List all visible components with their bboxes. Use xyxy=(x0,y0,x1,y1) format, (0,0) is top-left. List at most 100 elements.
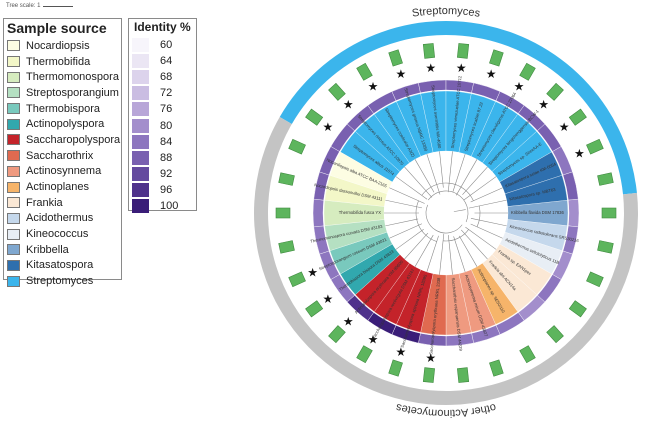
identity-label: 60 xyxy=(160,39,173,52)
legend-swatch xyxy=(7,71,20,83)
identity-swatch xyxy=(132,54,149,69)
tree-branch xyxy=(414,234,434,267)
identity-cell xyxy=(312,198,324,228)
tree-branch xyxy=(455,159,478,196)
legend-swatch xyxy=(7,87,20,99)
legend-label: Kitasatospora xyxy=(26,259,94,272)
identity-legend-item: 100 xyxy=(129,198,196,214)
identity-swatch xyxy=(132,70,149,85)
legend-item: Actinopolyspora xyxy=(4,116,121,132)
legend-label: Actinopolyspora xyxy=(26,118,105,131)
tree-branch xyxy=(447,151,453,193)
star-marker: ★ xyxy=(368,332,379,346)
tree-branch xyxy=(389,187,425,204)
presence-box xyxy=(328,82,346,101)
tree-core xyxy=(384,151,508,275)
star-marker: ★ xyxy=(343,98,354,112)
identity-label: 76 xyxy=(160,103,173,116)
legend-item: Saccharopolyspora xyxy=(4,132,121,148)
presence-box xyxy=(586,138,604,155)
star-marker: ★ xyxy=(425,61,436,75)
identity-legend-item: 68 xyxy=(129,69,196,85)
presence-box xyxy=(275,207,291,219)
legend-swatch xyxy=(7,150,20,162)
identity-swatch xyxy=(132,134,149,149)
identity-label: 80 xyxy=(160,119,173,132)
tree-branch xyxy=(470,218,507,227)
legend-swatch xyxy=(7,228,20,240)
tree-branch xyxy=(465,226,497,250)
legend-label: Streptomyces xyxy=(26,275,94,288)
identity-label: 72 xyxy=(160,87,173,100)
tree-branch xyxy=(385,199,422,209)
legend-label: Saccharopolyspora xyxy=(26,133,121,146)
identity-legend-item: 80 xyxy=(129,117,196,133)
legend-item: Frankia xyxy=(4,195,121,211)
presence-box xyxy=(546,325,564,344)
tree-arc xyxy=(415,200,437,242)
legend-swatch xyxy=(7,244,20,256)
star-marker: ★ xyxy=(559,120,570,134)
tree-branch xyxy=(463,176,497,201)
identity-label: 88 xyxy=(160,151,173,164)
legend-label: Nocardiopsis xyxy=(26,39,90,52)
tree-branch xyxy=(452,153,466,192)
presence-box xyxy=(489,49,504,67)
presence-box xyxy=(568,108,587,126)
identity-label: 64 xyxy=(160,55,173,68)
identity-label: 68 xyxy=(160,71,173,84)
tree-scale: Tree scale: 1 xyxy=(6,3,74,9)
identity-legend-item: 84 xyxy=(129,134,196,150)
identity-swatch xyxy=(132,182,149,197)
legend-label: Kineococcus xyxy=(26,228,89,241)
presence-box xyxy=(568,300,587,318)
legend-label: Thermobispora xyxy=(26,102,100,115)
other-actinomycetes-clade-label: other Actinomycetes xyxy=(394,401,497,419)
tree-scale-label: Tree scale: 1 xyxy=(6,3,41,9)
tree-branch xyxy=(458,235,478,267)
identity-label: 84 xyxy=(160,135,173,148)
tree-branch xyxy=(468,199,507,209)
identity-legend-title: Identity % xyxy=(134,20,191,34)
legend-label: Frankia xyxy=(26,196,63,209)
star-marker: ★ xyxy=(538,98,549,112)
tree-root xyxy=(453,209,466,212)
presence-box xyxy=(546,82,564,101)
star-marker: ★ xyxy=(514,80,525,94)
identity-swatch xyxy=(132,38,149,53)
tree-branch xyxy=(395,228,424,250)
legend-item: Actinosynnema xyxy=(4,164,121,180)
legend-swatch xyxy=(7,197,20,209)
presence-box xyxy=(457,43,470,59)
presence-box xyxy=(356,345,373,364)
presence-box xyxy=(278,172,295,186)
presence-box xyxy=(597,172,614,186)
star-marker: ★ xyxy=(396,67,407,81)
identity-legend-item: 96 xyxy=(129,182,196,198)
star-marker: ★ xyxy=(368,80,379,94)
tree-arc xyxy=(427,190,469,223)
other-actinomycetes-clade-label-path: other Actinomycetes xyxy=(394,401,497,419)
legend-label: Thermomonospora xyxy=(26,71,119,84)
presence-box xyxy=(356,62,373,81)
legend-swatch xyxy=(7,181,20,193)
star-marker: ★ xyxy=(323,292,334,306)
legend-swatch xyxy=(7,259,20,271)
identity-cell xyxy=(568,198,580,228)
legend-swatch xyxy=(7,275,20,287)
legend-label: Thermobifida xyxy=(26,55,91,68)
presence-box xyxy=(328,325,346,344)
legend-swatch xyxy=(7,118,20,130)
legend-item: Kitasatospora xyxy=(4,258,121,274)
tree-branch xyxy=(426,153,441,195)
sample-source-legend-title: Sample source xyxy=(7,20,107,36)
tree-branch xyxy=(470,223,503,239)
presence-box xyxy=(457,367,470,383)
presence-box xyxy=(601,207,617,219)
legend-label: Actinoplanes xyxy=(26,181,89,194)
tree-branch xyxy=(404,232,429,260)
star-marker: ★ xyxy=(456,61,467,75)
tree-branch xyxy=(414,159,435,193)
presence-box xyxy=(519,62,536,81)
